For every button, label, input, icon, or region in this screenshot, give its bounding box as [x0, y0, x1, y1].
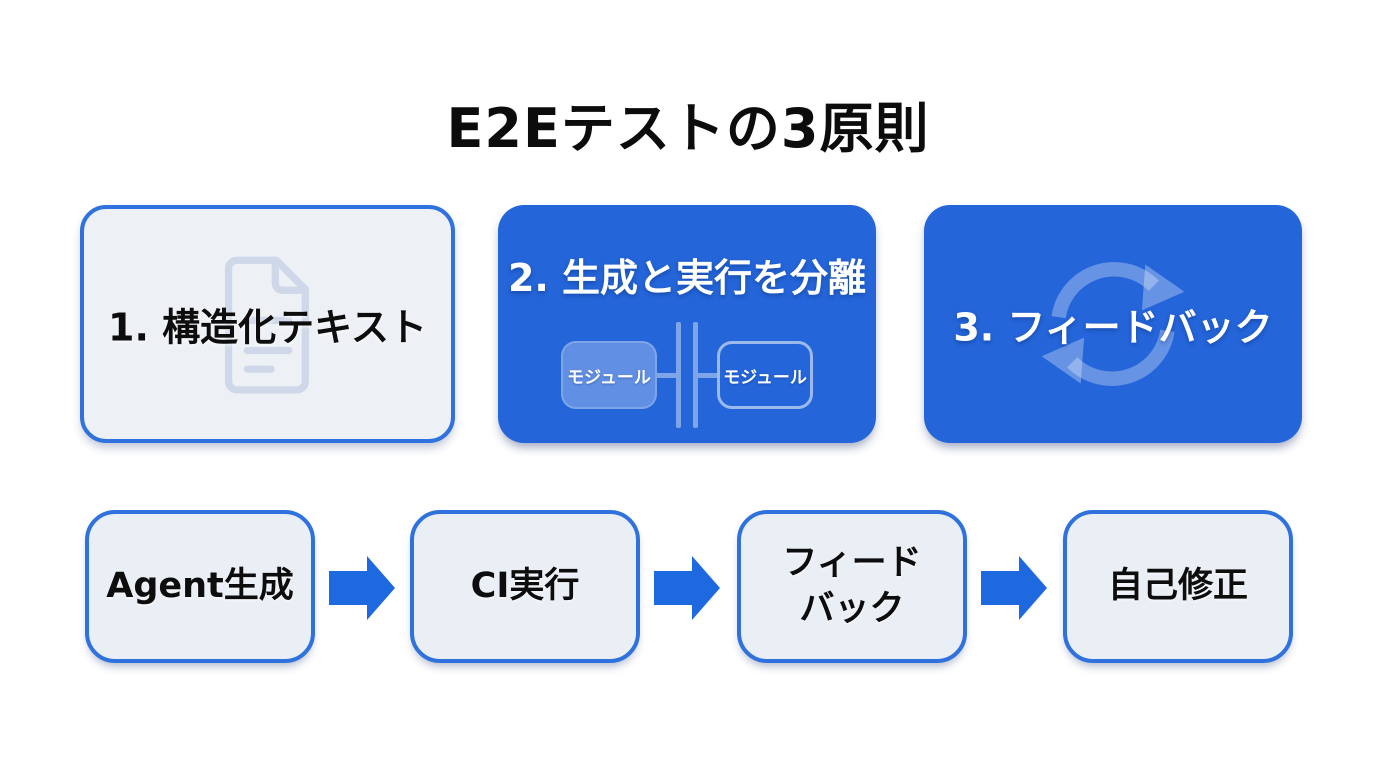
principle-card-separate-gen-exec: 2. 生成と実行を分離 モジュール モジュール: [498, 205, 876, 443]
arrow-right-icon: [981, 556, 1047, 620]
principle-card-label: 3. フィードバック: [953, 305, 1273, 350]
principle-card-feedback: 3. フィードバック: [924, 205, 1302, 443]
flow-step-ci-run: CI実行: [410, 510, 640, 663]
module-box-right: モジュール: [717, 341, 813, 409]
arrow-right-icon: [654, 556, 720, 620]
connector-line-left: [657, 372, 676, 378]
flow-step-label: CI実行: [470, 565, 580, 606]
flow-step-label: Agent生成: [106, 565, 294, 606]
document-icon: [224, 256, 309, 394]
separator-line: [676, 322, 681, 428]
cycle-arrows-icon: [1041, 262, 1185, 386]
principle-card-label: 2. 生成と実行を分離: [507, 256, 867, 300]
connector-line-right: [698, 372, 717, 378]
arrow-right-icon: [329, 556, 395, 620]
page-title: E2Eテストの3原則: [446, 97, 930, 160]
flow-step-label: 自己修正: [1107, 565, 1248, 606]
module-label: モジュール: [723, 367, 807, 388]
flow-step-agent-generate: Agent生成: [85, 510, 315, 663]
flow-step-self-correct: 自己修正: [1063, 510, 1293, 663]
separator-line: [693, 322, 698, 428]
principle-card-label: 1. 構造化テキスト: [108, 305, 427, 350]
module-box-left: モジュール: [561, 341, 657, 409]
module-separation-graphic: モジュール モジュール: [498, 322, 876, 428]
flow-step-feedback: フィード バック: [737, 510, 967, 663]
flow-step-label: フィード バック: [782, 543, 922, 629]
module-label: モジュール: [567, 367, 651, 388]
principle-card-structured-text: 1. 構造化テキスト: [80, 205, 455, 443]
